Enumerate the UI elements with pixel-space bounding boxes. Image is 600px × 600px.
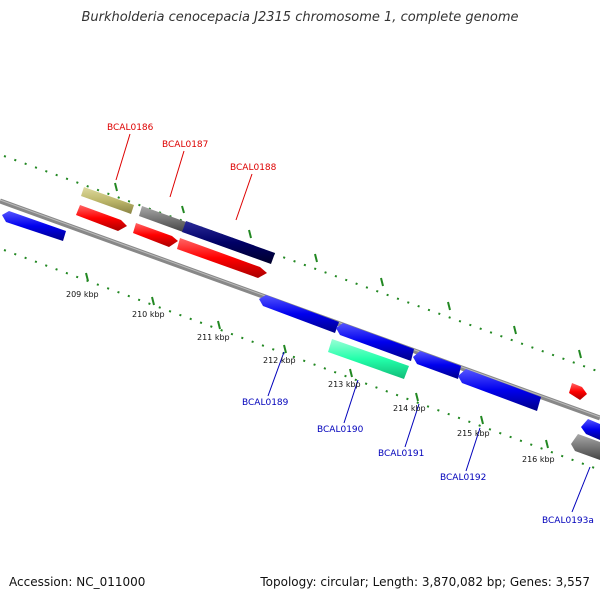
gene-red-upper[interactable] (76, 205, 127, 231)
tick-label-214: 214 kbp (393, 404, 426, 413)
gene-blue-edge[interactable] (581, 419, 600, 440)
outer-ring-ticks (114, 182, 582, 359)
inner-ring-ticks (85, 272, 549, 449)
gene-bcal0190[interactable] (328, 339, 409, 379)
leader-bcal0191 (404, 403, 420, 448)
inner-dotted-ring (3, 249, 600, 471)
gene-blue-mid[interactable] (413, 351, 461, 379)
gene-label-bcal0188[interactable]: BCAL0188 (230, 163, 277, 173)
tick-label-215: 215 kbp (457, 429, 490, 438)
gene-label-bcal0191[interactable]: BCAL0191 (378, 449, 424, 459)
leader-bcal0192 (465, 427, 481, 472)
leader-bcal0190 (343, 379, 359, 424)
gene-label-bcal0192[interactable]: BCAL0192 (440, 473, 486, 483)
tick-label-213: 213 kbp (328, 380, 361, 389)
gene-label-bcal0190[interactable]: BCAL0190 (317, 425, 364, 435)
gene-label-bcal0193a[interactable]: BCAL0193a (542, 516, 594, 526)
tick-label-209: 209 kbp (66, 290, 99, 299)
gene-red-long[interactable] (177, 238, 267, 278)
accession-text: Accession: NC_011000 (9, 575, 146, 589)
outer-dotted-ring (3, 155, 600, 373)
gene-label-bcal0189[interactable]: BCAL0189 (242, 398, 289, 408)
gene-red-right[interactable] (569, 383, 587, 400)
gene-blue-left[interactable] (2, 211, 66, 241)
tick-label-212: 212 kbp (263, 356, 296, 365)
gene-bcal0187[interactable] (139, 206, 186, 232)
leader-bcal0193a (571, 466, 591, 513)
tick-label-216: 216 kbp (522, 455, 555, 464)
leader-bcal0186 (115, 133, 131, 181)
map-title: Burkholderia cenocepacia J2315 chromosom… (81, 10, 519, 25)
gene-bcal0191[interactable] (336, 323, 414, 361)
gene-label-bcal0186[interactable]: BCAL0186 (107, 123, 154, 133)
gene-bcal0188[interactable] (182, 221, 275, 264)
gene-bcal0192[interactable] (458, 369, 541, 411)
leader-bcal0187 (169, 150, 185, 198)
genome-stats-text: Topology: circular; Length: 3,870,082 bp… (260, 575, 590, 589)
leader-bcal0189 (267, 351, 285, 397)
gene-label-bcal0187[interactable]: BCAL0187 (162, 140, 208, 150)
gene-bcal0193a[interactable] (571, 434, 600, 460)
leader-bcal0188 (235, 173, 253, 221)
tick-label-210: 210 kbp (132, 310, 165, 319)
gene-bcal0186[interactable] (81, 187, 134, 214)
gene-bcal0189[interactable] (259, 295, 339, 333)
tick-label-211: 211 kbp (197, 333, 230, 342)
gene-red-small[interactable] (133, 223, 178, 247)
